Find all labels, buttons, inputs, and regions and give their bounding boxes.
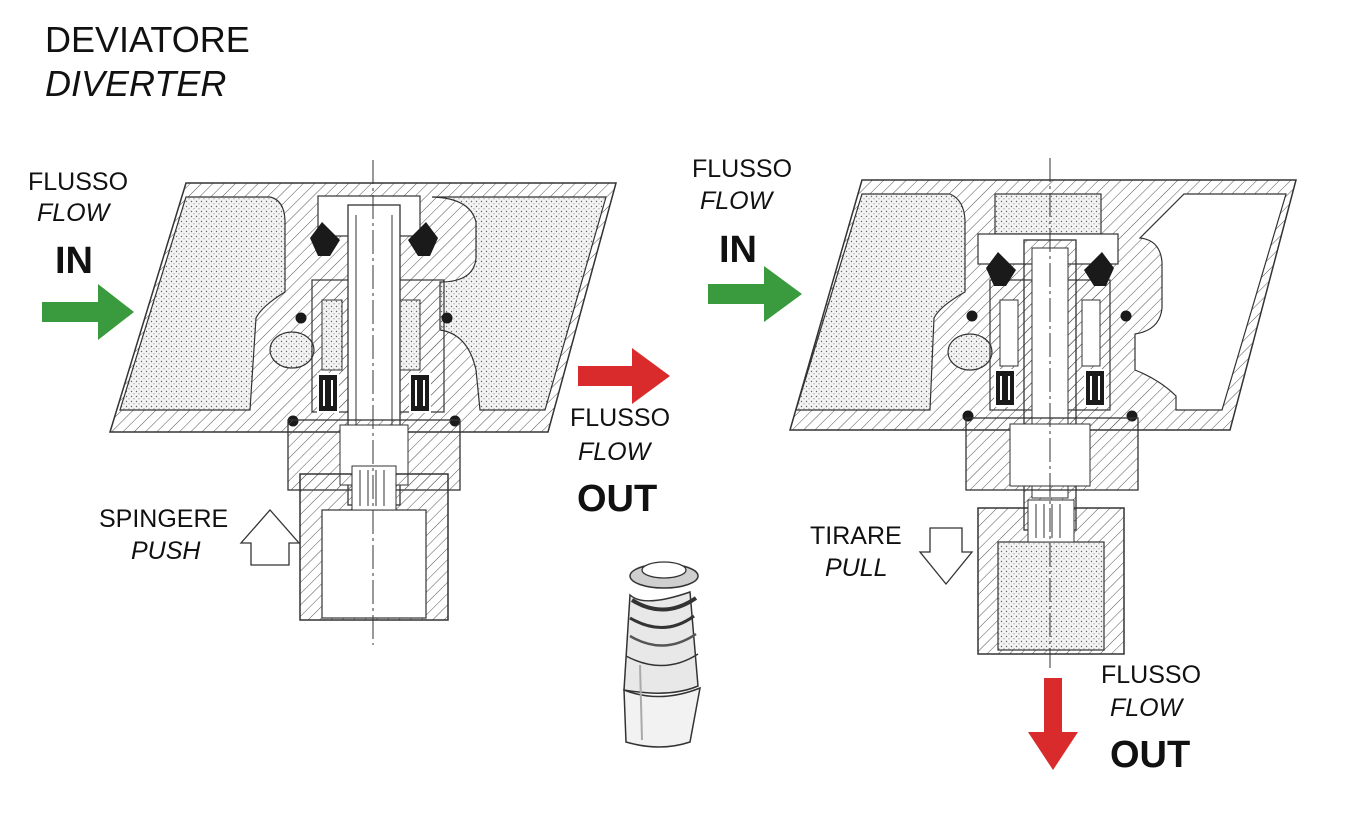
arrow-down-red-icon bbox=[1028, 678, 1078, 770]
right-flow-in-italian: FLUSSO bbox=[692, 155, 793, 183]
left-push-italian: SPINGERE bbox=[99, 505, 229, 533]
left-flow-in-big: IN bbox=[55, 240, 93, 282]
title-english: DIVERTER bbox=[45, 63, 227, 104]
left-flow-out-big: OUT bbox=[577, 478, 658, 520]
right-flow-out-english: FLOW bbox=[1110, 694, 1183, 722]
right-pull-italian: TIRARE bbox=[810, 522, 902, 550]
right-pull-english: PULL bbox=[825, 554, 888, 582]
right-flow-out-big: OUT bbox=[1110, 734, 1191, 776]
left-seal-top-left bbox=[310, 222, 340, 256]
left-flow-in-english: FLOW bbox=[37, 199, 110, 227]
right-flow-out-italian: FLUSSO bbox=[1101, 661, 1202, 689]
right-seal-top-left bbox=[986, 252, 1016, 286]
push-arrow-up-icon bbox=[239, 509, 301, 566]
valve-cartridge-3d-icon bbox=[623, 561, 701, 748]
left-valve-section bbox=[108, 160, 617, 645]
left-outlet-cavity bbox=[431, 196, 607, 411]
right-seal-top-right bbox=[1084, 252, 1114, 286]
left-flow-out-italian: FLUSSO bbox=[570, 404, 671, 432]
right-flow-in-big: IN bbox=[719, 229, 757, 271]
right-flow-in-english: FLOW bbox=[700, 187, 773, 215]
right-outlet-cavity bbox=[1134, 193, 1287, 411]
left-push-english: PUSH bbox=[131, 537, 201, 565]
arrow-right-green-icon bbox=[708, 266, 802, 322]
right-valve-section bbox=[789, 158, 1297, 668]
left-inlet-cavity bbox=[119, 196, 286, 411]
arrow-right-green-icon bbox=[42, 284, 134, 340]
left-flow-in-italian: FLUSSO bbox=[28, 168, 129, 196]
pull-arrow-down-icon bbox=[918, 527, 974, 586]
left-flow-out-english: FLOW bbox=[578, 438, 651, 466]
right-inlet-cavity bbox=[795, 193, 966, 411]
title-italian: DEVIATORE bbox=[45, 19, 250, 60]
left-seal-top-right bbox=[408, 222, 438, 256]
arrow-right-red-icon bbox=[578, 348, 670, 404]
